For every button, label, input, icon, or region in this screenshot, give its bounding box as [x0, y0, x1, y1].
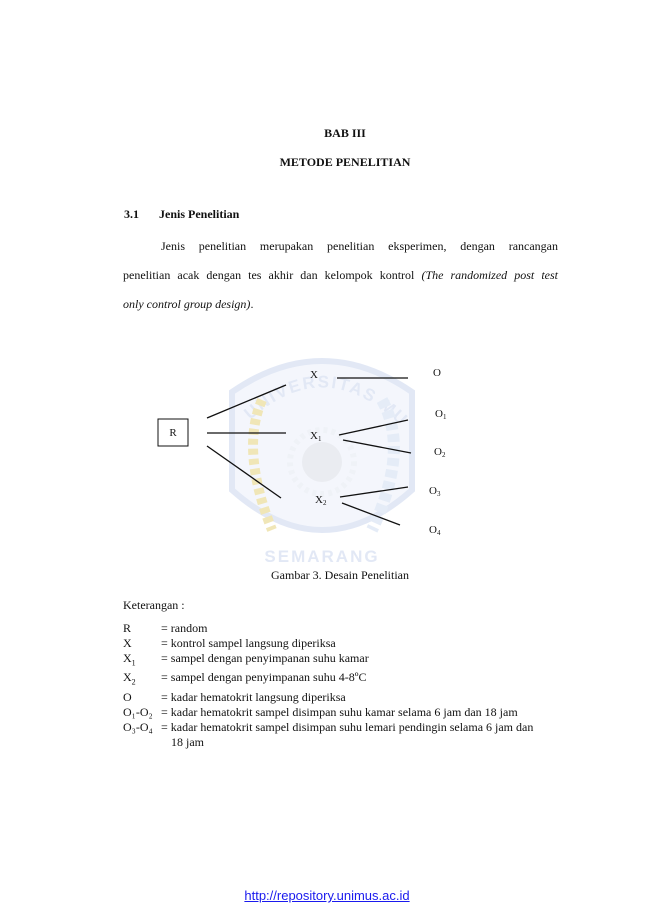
o1-label: O1: [435, 408, 447, 421]
line-r-to-x: [206, 384, 287, 419]
research-design-diagram: UNIVERSITAS MUHAMMADIYAH SEMARANG R X X1…: [0, 330, 650, 570]
legend-symbol: O₃-O₄: [123, 719, 153, 734]
legend-symbol: X: [123, 636, 132, 650]
legend-description: = sampel dengan penyimpanan suhu kamar: [161, 651, 369, 665]
legend-list: R = random X = kontrol sampel langsung d…: [123, 621, 558, 750]
paragraph-line-1: Jenis penelitian merupakan penelitian ek…: [161, 239, 558, 253]
o-label: O: [433, 367, 441, 379]
university-logo-watermark: UNIVERSITAS MUHAMMADIYAH SEMARANG: [0, 330, 415, 566]
legend-description: = kontrol sampel langsung diperiksa: [161, 636, 336, 650]
line-x1-to-o2: [342, 439, 412, 454]
section-number: 3.1: [124, 207, 139, 221]
watermark-bottom-text: SEMARANG: [264, 547, 379, 566]
x1-label: X1: [310, 430, 322, 443]
o4-label: O4: [429, 524, 441, 537]
chapter-title: METODE PENELITIAN: [279, 155, 411, 169]
legend-symbol: O: [123, 689, 132, 704]
legend-row: O = kadar hematokrit langsung diperiksa: [123, 690, 558, 705]
line-x1-to-o1: [338, 419, 409, 436]
repository-link[interactable]: http://repository.unimus.ac.id: [244, 888, 410, 903]
diagram-svg: UNIVERSITAS MUHAMMADIYAH SEMARANG R X X1…: [0, 330, 447, 566]
figure-caption: Gambar 3. Desain Penelitian: [271, 568, 409, 582]
o3-label: O3: [429, 485, 441, 498]
section-title: Jenis Penelitian: [159, 207, 240, 221]
legend-symbol: X2: [123, 670, 136, 687]
legend-description: = kadar hematokrit sampel disimpan suhu …: [161, 719, 534, 734]
legend-row: X2 = sampel dengan penyimpanan suhu 4-8º…: [123, 670, 558, 689]
paragraph-line-2-italic: (The randomized post test: [421, 268, 558, 282]
r-box: [157, 418, 189, 447]
legend-symbol: X1: [123, 651, 136, 668]
legend-description: = kadar hematokrit sampel disimpan suhu …: [161, 704, 518, 719]
paragraph-line-3: only control group design).: [123, 290, 558, 319]
legend-row: R = random: [123, 621, 558, 636]
line-x2-to-o4: [341, 502, 401, 526]
line-x2-to-o3: [339, 486, 409, 498]
paragraph-line-3-end: .: [250, 297, 254, 311]
legend-symbol: O₁-O₂: [123, 704, 153, 719]
paragraph-line-2-plain: penelitian acak dengan tes akhir dan kel…: [123, 268, 422, 282]
legend-row: X1 = sampel dengan penyimpanan suhu kama…: [123, 651, 558, 670]
chapter-number: BAB III: [324, 126, 366, 140]
legend-title: Keterangan :: [123, 598, 185, 612]
legend-symbol: R: [123, 621, 132, 635]
legend-description: = kadar hematokrit langsung diperiksa: [161, 689, 346, 704]
legend-description: = random: [161, 621, 208, 635]
o2-label: O2: [434, 446, 446, 459]
x2-label: X2: [315, 494, 327, 507]
legend-row: O₃-O₄ = kadar hematokrit sampel disimpan…: [123, 720, 558, 735]
legend-continuation: 18 jam: [171, 734, 204, 749]
paragraph-line-2: penelitian acak dengan tes akhir dan kel…: [123, 261, 558, 290]
legend-row: X = kontrol sampel langsung diperiksa: [123, 636, 558, 651]
legend-row: O₁-O₂ = kadar hematokrit sampel disimpan…: [123, 705, 558, 720]
legend-description: = sampel dengan penyimpanan suhu 4-8ºC: [161, 670, 367, 685]
section-heading: 3.1 Jenis Penelitian: [124, 207, 239, 222]
line-r-to-x2: [206, 445, 282, 499]
paragraph-line-3-italic: only control group design): [123, 297, 251, 311]
r-label: R: [169, 427, 177, 439]
x-label: X: [310, 369, 318, 381]
